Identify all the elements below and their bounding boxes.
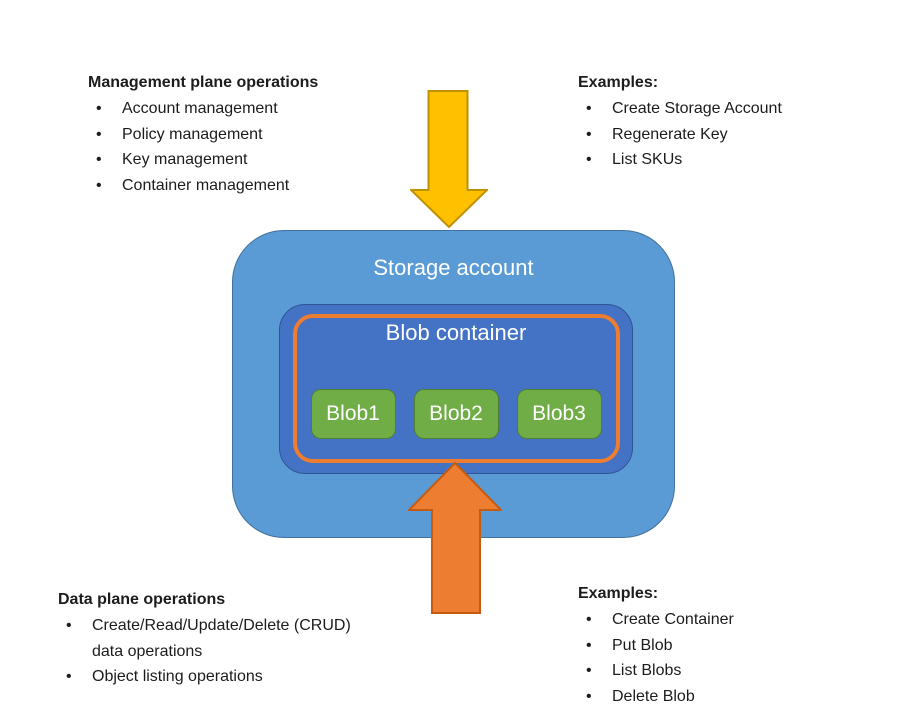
- list-item: Account management: [88, 96, 428, 122]
- list-item: Object listing operations: [58, 664, 438, 690]
- management-down-arrow-icon: [410, 90, 488, 228]
- list-item: Create Storage Account: [578, 96, 878, 122]
- panel-title: Examples:: [578, 585, 659, 602]
- list-item: List Blobs: [578, 658, 878, 684]
- list-item: Regenerate Key: [578, 122, 878, 148]
- list-item: Container management: [88, 173, 428, 199]
- bullet-list: Account management Policy management Key…: [88, 96, 428, 198]
- panel-title: Examples:: [578, 74, 659, 91]
- list-item: Key management: [88, 147, 428, 173]
- bullet-list: Create Storage Account Regenerate Key Li…: [578, 96, 878, 173]
- management-plane-panel: Management plane operations Account mana…: [88, 70, 428, 198]
- blob-box: Blob2: [413, 389, 499, 439]
- blob-container-box: Blob container Blob1 Blob2 Blob3: [279, 304, 633, 474]
- list-item: Delete Blob: [578, 684, 878, 710]
- blobs-row: Blob1 Blob2 Blob3: [280, 389, 632, 439]
- management-examples-panel: Examples: Create Storage Account Regener…: [578, 70, 878, 173]
- list-item: Create Container: [578, 607, 878, 633]
- panel-title: Data plane operations: [58, 591, 226, 608]
- storage-account-label: Storage account: [373, 255, 534, 280]
- bullet-list: Create Container Put Blob List Blobs Del…: [578, 607, 878, 709]
- bullet-list: Create/Read/Update/Delete (CRUD) data op…: [58, 613, 438, 690]
- list-item: List SKUs: [578, 147, 878, 173]
- list-item: Create/Read/Update/Delete (CRUD) data op…: [58, 613, 438, 664]
- blob-container-label: Blob container: [385, 320, 527, 345]
- data-plane-up-arrow-icon: [408, 462, 502, 614]
- data-examples-panel: Examples: Create Container Put Blob List…: [578, 581, 878, 709]
- panel-title: Management plane operations: [88, 74, 319, 91]
- list-item: Policy management: [88, 122, 428, 148]
- blob-box: Blob3: [516, 389, 602, 439]
- data-plane-panel: Data plane operations Create/Read/Update…: [58, 587, 438, 690]
- blob-box: Blob1: [310, 389, 396, 439]
- list-item: Put Blob: [578, 633, 878, 659]
